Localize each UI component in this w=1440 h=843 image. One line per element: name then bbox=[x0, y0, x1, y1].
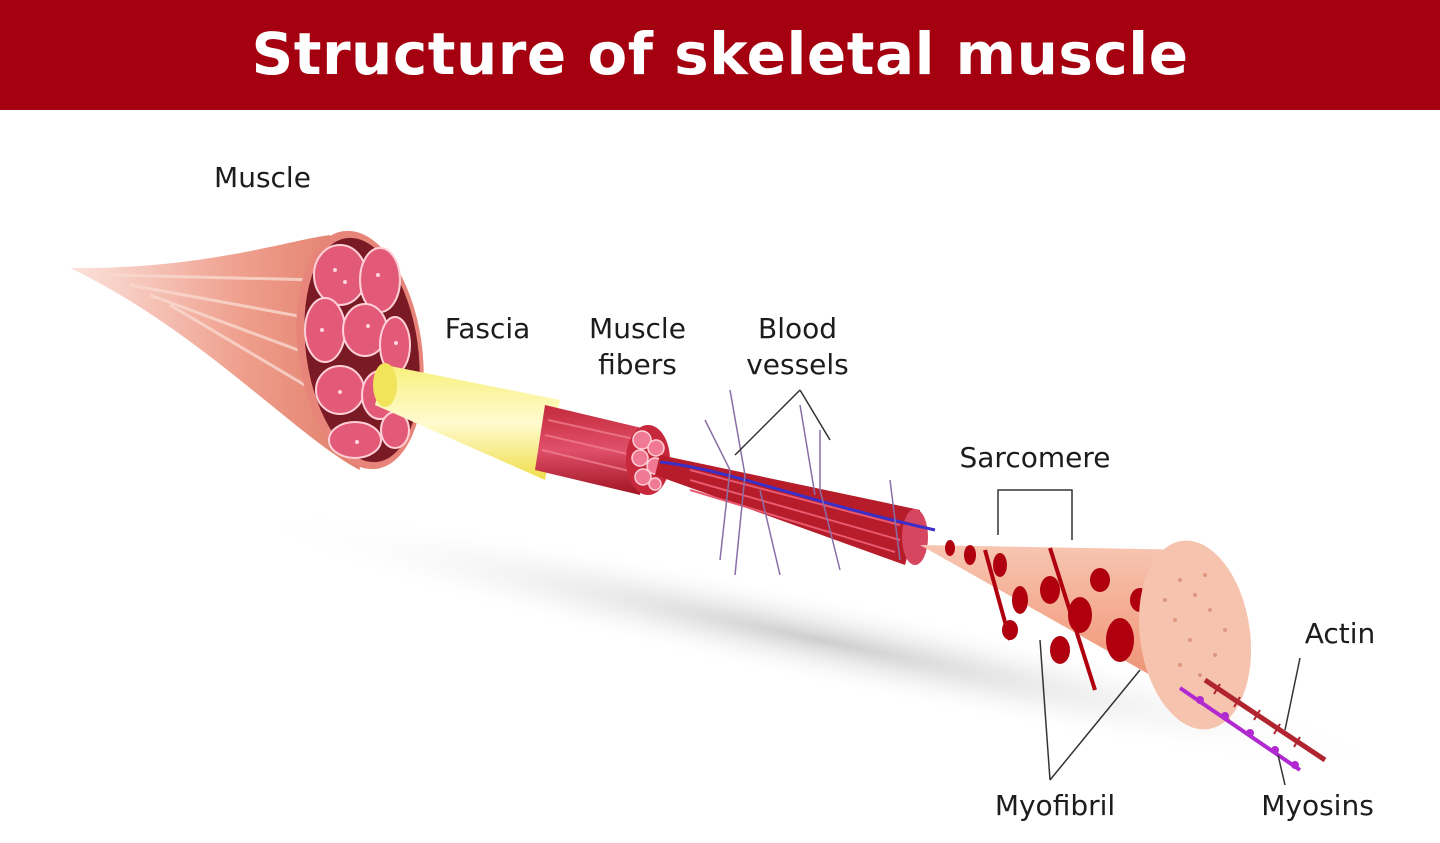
title-banner bbox=[0, 0, 1440, 110]
actin-leader bbox=[1284, 657, 1301, 731]
label-myosins: Myosins bbox=[1261, 789, 1374, 822]
label-blood-vessels: Blood vessels bbox=[730, 311, 865, 383]
muscle-structure-diagram bbox=[70, 230, 1407, 786]
sarcomere-bracket bbox=[997, 489, 1073, 540]
label-muscle: Muscle bbox=[214, 161, 311, 194]
label-sarcomere: Sarcomere bbox=[959, 441, 1111, 474]
label-blood-vessels-line2: vessels bbox=[746, 348, 849, 381]
fiber-with-blood-vessels bbox=[655, 389, 936, 576]
muscle-fibers-illustration bbox=[535, 405, 670, 495]
label-myofibril: Myofibril bbox=[994, 789, 1116, 822]
label-muscle-fibers-line1: Muscle bbox=[589, 312, 686, 345]
myosins-leader bbox=[1277, 754, 1286, 786]
label-muscle-fibers: Muscle fibers bbox=[570, 311, 705, 383]
floor-shadow bbox=[233, 507, 1407, 773]
fascia-illustration bbox=[373, 363, 560, 480]
label-actin: Actin bbox=[1304, 617, 1376, 650]
label-muscle-fibers-line2: fibers bbox=[598, 348, 677, 381]
myofibril-illustration bbox=[920, 540, 1252, 730]
label-fascia: Fascia bbox=[444, 312, 531, 345]
muscle-illustration bbox=[70, 230, 424, 470]
page-title: Structure of skeletal muscle bbox=[251, 20, 1189, 88]
leader-lines bbox=[734, 389, 1301, 786]
actin-myosin-filaments bbox=[1178, 677, 1327, 772]
myofibril-leader bbox=[1039, 639, 1141, 781]
label-blood-vessels-line1: Blood bbox=[757, 312, 838, 345]
blood-vessels-leader bbox=[734, 389, 831, 456]
